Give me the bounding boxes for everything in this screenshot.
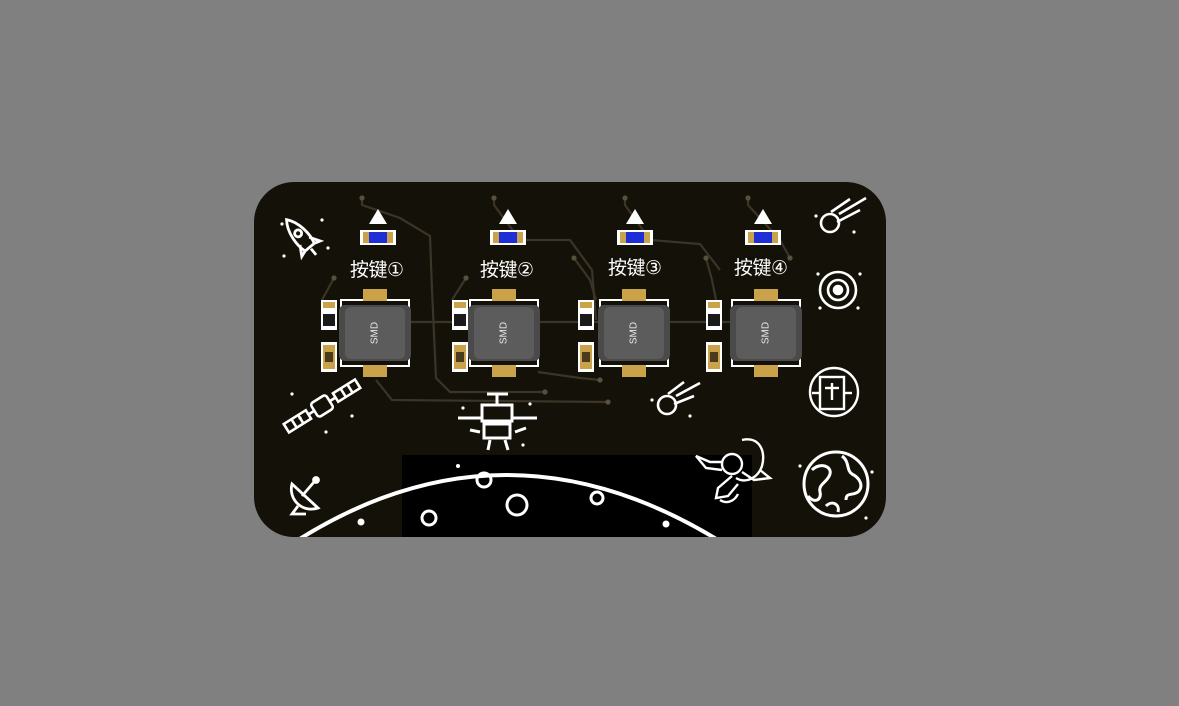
pcb-vias: [331, 195, 793, 405]
smd-switch-1[interactable]: SMD: [339, 289, 411, 377]
meteor-icon: [650, 380, 701, 418]
smd-switch-3[interactable]: SMD: [598, 289, 670, 377]
smd-switch-2[interactable]: SMD: [468, 289, 540, 377]
rocket-icon: [285, 217, 325, 261]
astronaut-icon: [695, 438, 773, 504]
lunar-rover-icon: [458, 392, 537, 451]
smd-switch-4[interactable]: SMD: [730, 289, 802, 377]
radar-dish-icon: [289, 476, 321, 516]
button-label-2: 按键②: [480, 259, 534, 281]
button-label-3: 按键③: [608, 257, 662, 279]
button-label-4: 按键④: [734, 257, 788, 279]
earth-globe-icon: [798, 450, 874, 520]
led-indicators: [360, 209, 781, 245]
pcb-board: [254, 182, 886, 537]
smd-part-text: SMD: [370, 322, 381, 344]
passive-components: [321, 300, 722, 372]
smd-part-text: SMD: [761, 322, 772, 344]
smd-part-text: SMD: [499, 322, 510, 344]
moon-surface-graphic: [296, 455, 752, 537]
smd-part-text: SMD: [629, 322, 640, 344]
robot-badge-icon: [808, 366, 860, 418]
planet-ring-icon: [816, 270, 862, 310]
meteor-icon: [814, 196, 867, 234]
button-label-1: 按键①: [350, 259, 404, 281]
